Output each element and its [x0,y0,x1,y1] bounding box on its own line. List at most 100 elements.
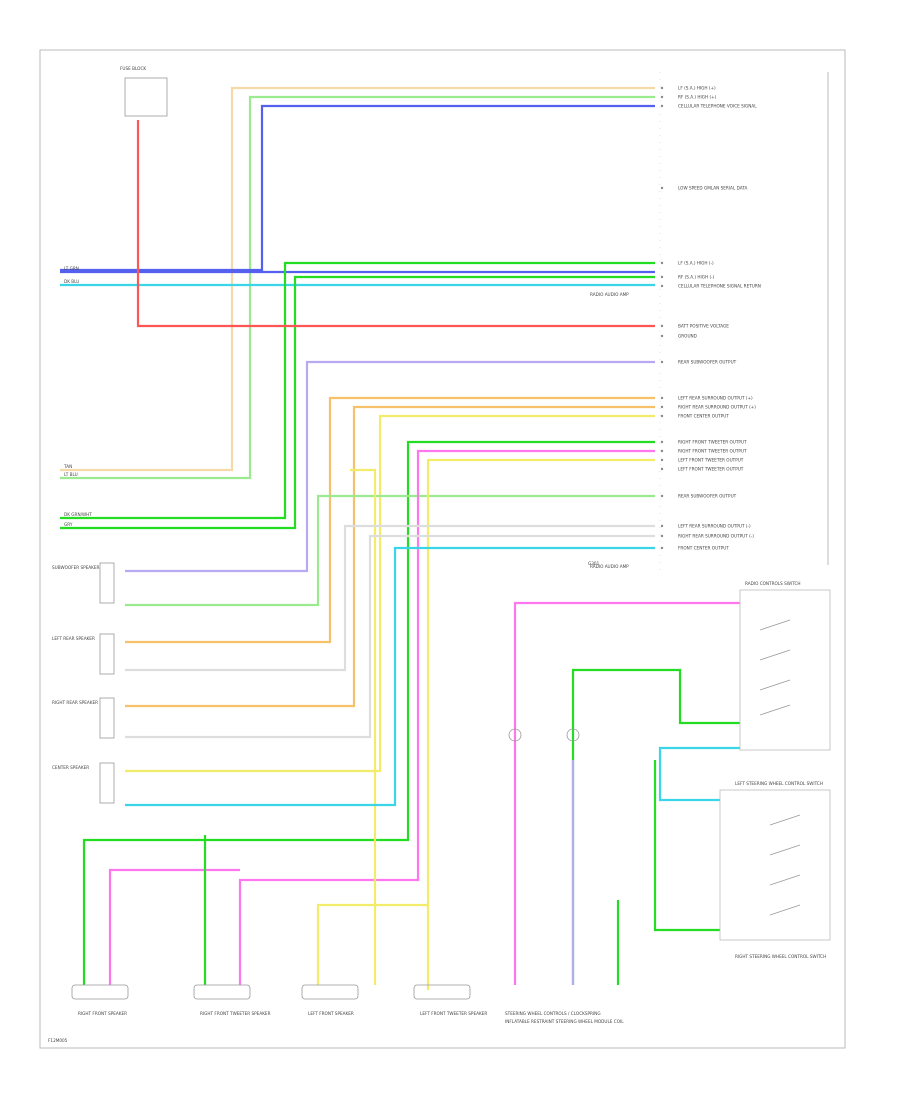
speaker-bottom-body [413,984,471,1000]
wires-group [60,86,740,990]
wire-gray-2 [125,534,655,739]
radio-pin-label: FRONT CENTER OUTPUT [678,546,729,551]
speaker-bottom-label: LEFT FRONT SPEAKER [308,1011,354,1016]
left-wire-label: LT GRN [64,266,79,271]
radio-pin-dot [660,449,664,453]
radio-pin-dot [660,414,664,418]
radio-pin-dot [660,440,664,444]
wire-ltblue-center [125,546,655,807]
speaker-bottom-label: RIGHT FRONT SPEAKER [78,1011,127,1016]
speaker-bottom-body [301,984,359,1000]
steering-wheel-controls-label: STEERING WHEEL CONTROLS / CLOCKSPRING [505,1011,601,1016]
fuse-block-label: FUSE BLOCK [120,66,146,71]
wire-yellow-center [125,414,655,773]
radio-pin-label: LEFT FRONT TWEETER OUTPUT [678,458,744,463]
radio-pin-label: RIGHT FRONT TWEETER OUTPUT [678,440,747,445]
speaker-left-label: CENTER SPEAKER [52,765,89,770]
switch-contacts [759,619,801,916]
wire-orange-2 [125,405,655,708]
radio-pin-label: RIGHT FRONT TWEETER OUTPUT [678,449,747,454]
radio-controls-switch-box [739,589,831,751]
left-steering-switch-label: LEFT STEERING WHEEL CONTROL SWITCH [735,781,823,786]
radio-pin-label: LF (S.A.) HIGH (+) [678,86,716,91]
radio-pin-labels: LF (S.A.) HIGH (+) RF (S.A.) HIGH (+) CELL… [660,86,761,551]
ground-label: G301 [588,561,600,566]
wire-green-tweeter [82,440,655,985]
radio-pin-label: LEFT FRONT TWEETER OUTPUT [678,467,744,472]
wire-violet-sub [125,360,655,573]
radio-pin-dot [660,458,664,462]
radio-pin-label: FRONT CENTER OUTPUT [678,414,729,419]
speaker-left-label: LEFT REAR SPEAKER [52,636,95,641]
wire-pink-2 [108,868,240,985]
right-steering-switch-label: RIGHT STEERING WHEEL CONTROL SWITCH [735,954,826,959]
radio-pin-dot [660,534,664,538]
wire-ltgreen-tweeter [125,494,655,607]
speaker-bottom-body [71,984,129,1000]
wire-gray-1 [125,524,655,672]
radio-pin-label: RIGHT REAR SURROUND OUTPUT (-) [678,534,754,539]
wire-pink-1 [238,449,655,985]
radio-pin-label: CELLULAR TELEPHONE SIGNAL RETURN [678,284,761,289]
speaker-bottom-body [193,984,251,1000]
speaker-left-body [99,762,115,804]
diagram-code: F12M005 [48,1038,68,1043]
speaker-left-body [99,697,115,739]
radio-controls-switch-label: RADIO CONTROLS SWITCH [745,581,801,586]
radio-pin-label: GROUND [678,334,697,339]
radio-pin-label: RIGHT REAR SURROUND OUTPUT (+) [678,405,756,410]
wire-yellow-4 [316,903,428,985]
speaker-bottom-label: RIGHT FRONT TWEETER SPEAKER [200,1011,271,1016]
wire-pink-steering [513,601,740,985]
radio-pin-dot [660,275,664,279]
radio-pin-dot [660,396,664,400]
wire-red-batt [136,120,655,328]
radio-pin-label: CELLULAR TELEPHONE VOICE SIGNAL [678,104,757,109]
wire-green-steering-2 [653,760,720,932]
radio-pin-dot [660,95,664,99]
wire-green-2 [60,275,655,530]
radio-pin-label: LEFT REAR SURROUND OUTPUT (-) [678,524,751,529]
radio-pin-dot [660,104,664,108]
diagram-frame [39,49,846,1049]
fuse-block-box [124,77,168,117]
connector-note-2: RADIO AUDIO AMP [590,564,629,569]
radio-pin-dot [660,524,664,528]
left-wire-label: GRY [64,522,73,527]
radio-pin-dot [660,334,664,338]
clockspring-contact-2 [566,728,580,742]
speaker-left-body [99,562,115,604]
radio-pin-dot [660,360,664,364]
wire-yellow-2 [426,458,655,990]
radio-pin-dot [660,86,664,90]
radio-pin-label: LF (S.A.) HIGH (-) [678,261,714,266]
speaker-left-body [99,633,115,675]
left-wire-label: DK GRN/WHT [64,512,92,517]
radio-pin-label: LEFT REAR SURROUND OUTPUT (+) [678,396,753,401]
radio-pin-dot [660,284,664,288]
wire-orange-1 [125,396,655,644]
radio-pin-label: RF (S.A.) HIGH (-) [678,275,715,280]
wire-ltgreen-top [60,95,655,480]
wire-green-1 [60,261,655,520]
radio-pin-dot [660,186,664,190]
radio-pin-dot [660,324,664,328]
connector-note-1: RADIO AUDIO AMP [590,292,629,297]
clockspring-contact-1 [508,728,522,742]
wire-ltblue-steering [658,746,740,802]
clockspring-label: INFLATABLE RESTRAINT STEERING WHEEL MODU… [505,1019,624,1024]
left-wire-label: TAN [63,464,72,469]
radio-pin-dot [660,467,664,471]
radio-pin-label: REAR SUBWOOFER OUTPUT [678,360,737,365]
radio-pin-label: RF (S.A.) HIGH (+) [678,95,717,100]
speaker-left-label: SUBWOOFER SPEAKER [52,565,100,570]
radio-pin-dot [660,405,664,409]
wire-yellow-3 [350,468,377,985]
wire-blue-top [60,104,655,272]
radio-pin-dot [660,494,664,498]
left-wire-label: LT BLU [64,472,78,477]
